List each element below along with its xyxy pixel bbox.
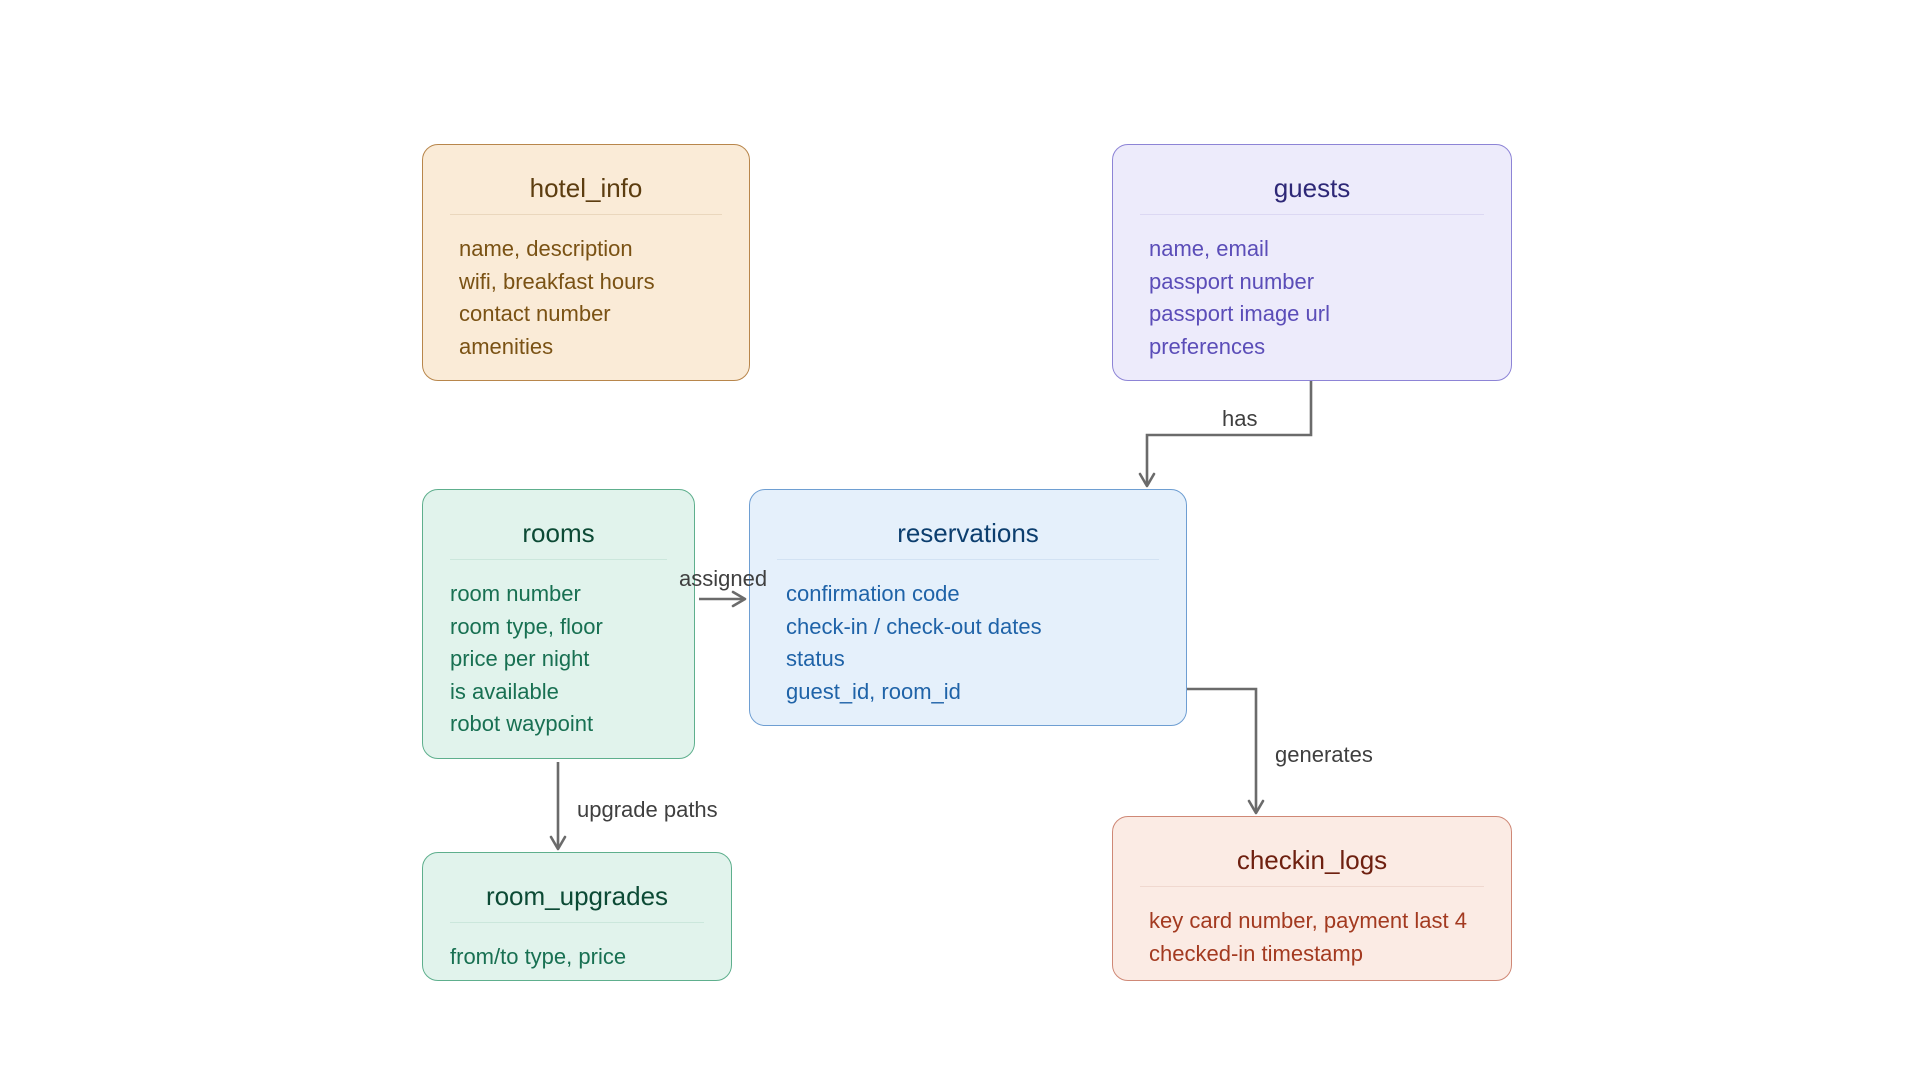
entity-field: name, email bbox=[1149, 236, 1269, 262]
arrowhead-upgrade-paths bbox=[549, 835, 567, 851]
arrowhead-generates bbox=[1247, 799, 1265, 815]
entity-field-list: name, description wifi, breakfast hours … bbox=[423, 215, 749, 363]
entity-field-list: room number room type, floor price per n… bbox=[423, 560, 694, 741]
entity-title: hotel_info bbox=[450, 173, 722, 216]
entity-title: guests bbox=[1140, 173, 1484, 216]
entity-field-list: key card number, payment last 4 checked-… bbox=[1113, 887, 1511, 970]
edge-label-has: has bbox=[1222, 406, 1258, 431]
edge-label-assigned: assigned bbox=[679, 566, 768, 591]
edge-label-upgrade-paths: upgrade paths bbox=[577, 797, 718, 822]
entity-field: amenities bbox=[459, 333, 554, 359]
arrowhead-assigned bbox=[731, 590, 747, 608]
entity-field: room type, floor bbox=[450, 613, 603, 639]
arrowhead-has bbox=[1138, 472, 1156, 488]
entity-field-list: confirmation code check-in / check-out d… bbox=[750, 560, 1186, 708]
entity-field: check-in / check-out dates bbox=[786, 613, 1042, 639]
entity-field: guest_id, room_id bbox=[786, 678, 961, 704]
entity-title: checkin_logs bbox=[1140, 845, 1484, 888]
entity-field: price per night bbox=[450, 646, 590, 672]
entity-room-upgrades: room_upgrades from/to type, price bbox=[422, 852, 732, 981]
edge-assigned bbox=[699, 590, 747, 608]
entity-reservations: reservations confirmation code check-in … bbox=[749, 489, 1187, 726]
edge-has bbox=[1138, 381, 1313, 488]
entity-checkin-logs: checkin_logs key card number, payment la… bbox=[1112, 816, 1512, 981]
entity-field: confirmation code bbox=[786, 581, 960, 607]
entity-title: rooms bbox=[450, 518, 667, 561]
entity-field: key card number, payment last 4 bbox=[1149, 908, 1467, 934]
edge-label-generates: generates bbox=[1275, 742, 1373, 767]
entity-title: room_upgrades bbox=[450, 881, 704, 924]
entity-field: preferences bbox=[1149, 333, 1266, 359]
entity-field: name, description bbox=[459, 236, 633, 262]
entity-rooms: rooms room number room type, floor price… bbox=[422, 489, 695, 759]
entity-field-list: from/to type, price bbox=[423, 923, 731, 974]
entity-hotel-info: hotel_info name, description wifi, break… bbox=[422, 144, 750, 381]
entity-field: passport number bbox=[1149, 268, 1315, 294]
entity-field: passport image url bbox=[1149, 301, 1330, 327]
entity-field: status bbox=[786, 646, 845, 672]
entity-field-list: name, email passport number passport ima… bbox=[1113, 215, 1511, 363]
entity-field: checked-in timestamp bbox=[1149, 940, 1363, 966]
entity-field: room number bbox=[450, 581, 581, 607]
entity-field: contact number bbox=[459, 301, 611, 327]
entity-field: wifi, breakfast hours bbox=[459, 268, 655, 294]
entity-title: reservations bbox=[777, 518, 1159, 561]
edge-upgrade-paths bbox=[549, 762, 567, 851]
entity-field: is available bbox=[450, 678, 559, 704]
entity-guests: guests name, email passport number passp… bbox=[1112, 144, 1512, 381]
entity-field: robot waypoint bbox=[450, 711, 594, 737]
edge-generates bbox=[1187, 687, 1265, 815]
entity-field: from/to type, price bbox=[450, 944, 627, 970]
